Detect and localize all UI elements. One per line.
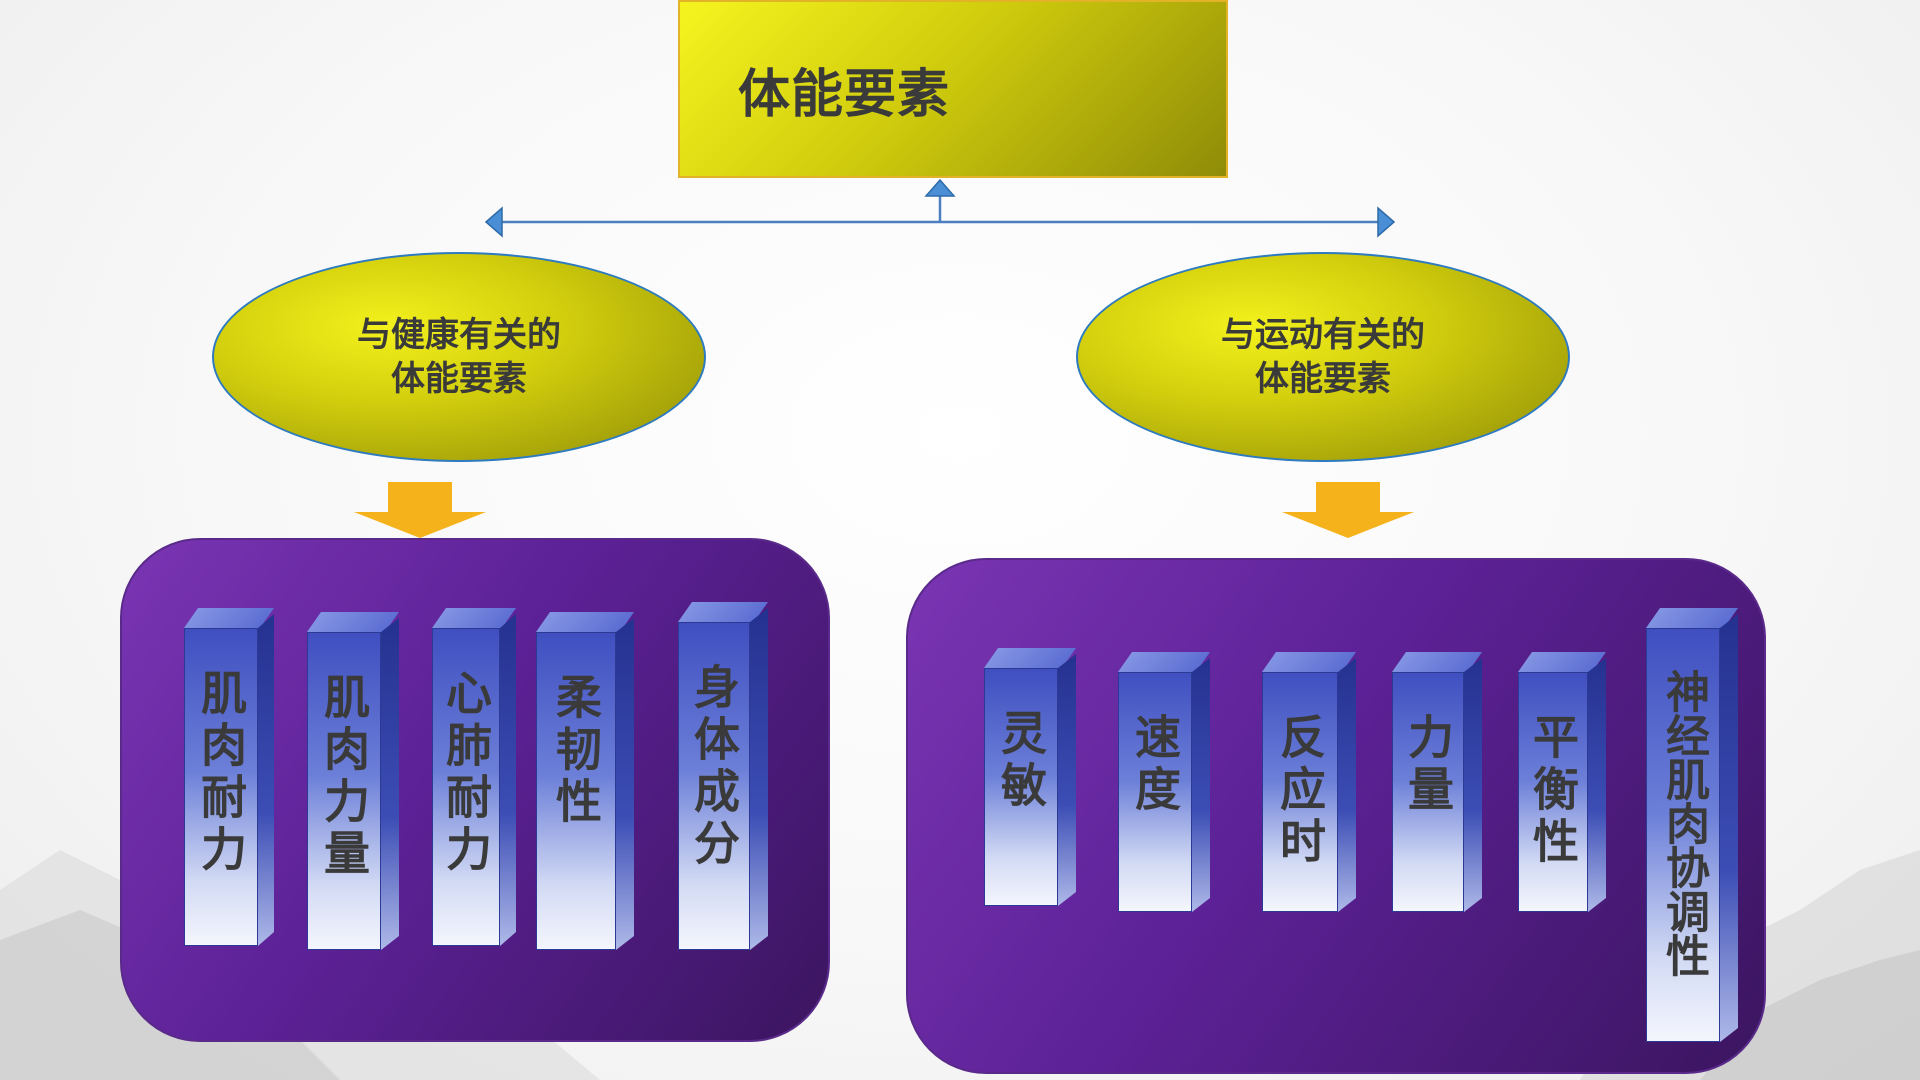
down-arrow-sport bbox=[1282, 482, 1414, 538]
pillar-label: 肌肉力量 bbox=[317, 673, 371, 881]
root-title: 体能要素 bbox=[738, 64, 951, 125]
pillar-balance: 平衡性 bbox=[1518, 652, 1606, 912]
pillar-label: 神经肌肉协调性 bbox=[1658, 669, 1709, 977]
pillar-cardio-endurance: 心肺耐力 bbox=[432, 608, 516, 946]
connector-right-arrowhead bbox=[1377, 206, 1396, 238]
category-health-related: 与健康有关的 体能要素 bbox=[212, 252, 706, 462]
connector-left-arrowhead bbox=[484, 206, 503, 238]
pillar-label: 肌肉耐力 bbox=[194, 669, 248, 877]
pillar-neuromuscular-coordination: 神经肌肉协调性 bbox=[1646, 608, 1738, 1042]
category-health-line1: 与健康有关的 bbox=[357, 315, 561, 355]
pillar-label: 力量 bbox=[1401, 713, 1455, 817]
pillar-label: 平衡性 bbox=[1526, 713, 1580, 869]
pillar-label: 反应时 bbox=[1273, 713, 1327, 869]
pillar-flexibility: 柔韧性 bbox=[536, 612, 634, 950]
pillar-label: 身体成分 bbox=[687, 663, 741, 871]
pillar-label: 速度 bbox=[1128, 713, 1182, 817]
root-title-box: 体能要素 bbox=[678, 0, 1228, 178]
pillar-agility: 灵敏 bbox=[984, 648, 1076, 906]
category-sport-line1: 与运动有关的 bbox=[1221, 315, 1425, 355]
pillar-speed: 速度 bbox=[1118, 652, 1210, 912]
pillar-strength: 力量 bbox=[1392, 652, 1482, 912]
pillar-reaction-time: 反应时 bbox=[1262, 652, 1356, 912]
pillar-muscular-strength: 肌肉力量 bbox=[307, 612, 399, 950]
pillar-body-composition: 身体成分 bbox=[678, 602, 768, 950]
pillar-muscular-endurance: 肌肉耐力 bbox=[184, 608, 274, 946]
connector-up-arrowhead bbox=[924, 178, 956, 197]
category-sport-related: 与运动有关的 体能要素 bbox=[1076, 252, 1570, 462]
pillar-label: 心肺耐力 bbox=[439, 669, 493, 877]
category-health-line2: 体能要素 bbox=[391, 359, 527, 399]
pillar-label: 柔韧性 bbox=[549, 673, 603, 829]
category-sport-line2: 体能要素 bbox=[1255, 359, 1391, 399]
down-arrow-health bbox=[354, 482, 486, 538]
pillar-label: 灵敏 bbox=[994, 709, 1048, 813]
